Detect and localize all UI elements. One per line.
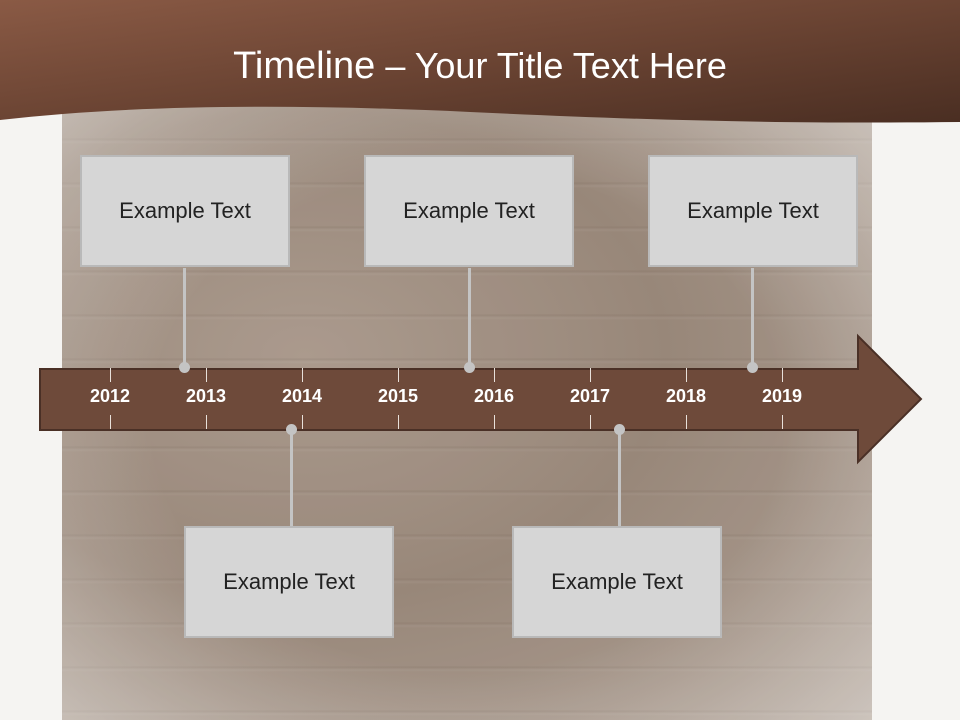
header-band [0,0,960,123]
year-label: 2012 [89,386,131,406]
event-label: Example Text [403,198,535,223]
event-box[interactable]: Example Text [184,526,394,638]
year-tick [494,415,495,429]
connector-dot [179,362,190,373]
connector-stem [618,430,621,528]
year-label: 2014 [281,386,323,406]
year-tick [206,368,207,382]
year-tick [782,368,783,382]
year-label: 2013 [185,386,227,406]
year-tick [110,415,111,429]
year-tick [782,415,783,429]
event-box[interactable]: Example Text [512,526,722,638]
event-label: Example Text [687,198,819,223]
year-tick [302,415,303,429]
year-tick [590,415,591,429]
slide-title: Timeline – Your Title Text Here [0,42,960,90]
year-label: 2017 [569,386,611,406]
year-label: 2019 [761,386,803,406]
year-label: 2016 [473,386,515,406]
connector-dot [747,362,758,373]
year-tick [686,415,687,429]
event-label: Example Text [119,198,251,223]
year-label: 2015 [377,386,419,406]
connector-stem [468,268,471,368]
event-label: Example Text [223,569,355,594]
connector-stem [183,268,186,368]
title-lead: Timeline [233,45,376,87]
year-tick [206,415,207,429]
year-tick [590,368,591,382]
title-rest: – Your Title Text Here [375,45,727,86]
year-tick [686,368,687,382]
connector-dot [286,424,297,435]
connector-dot [464,362,475,373]
event-box[interactable]: Example Text [648,155,858,267]
event-box[interactable]: Example Text [364,155,574,267]
year-tick [494,368,495,382]
event-box[interactable]: Example Text [80,155,290,267]
event-label: Example Text [551,569,683,594]
year-tick [110,368,111,382]
year-tick [398,415,399,429]
connector-stem [751,268,754,368]
year-tick [398,368,399,382]
connector-dot [614,424,625,435]
year-label: 2018 [665,386,707,406]
connector-stem [290,430,293,528]
year-tick [302,368,303,382]
